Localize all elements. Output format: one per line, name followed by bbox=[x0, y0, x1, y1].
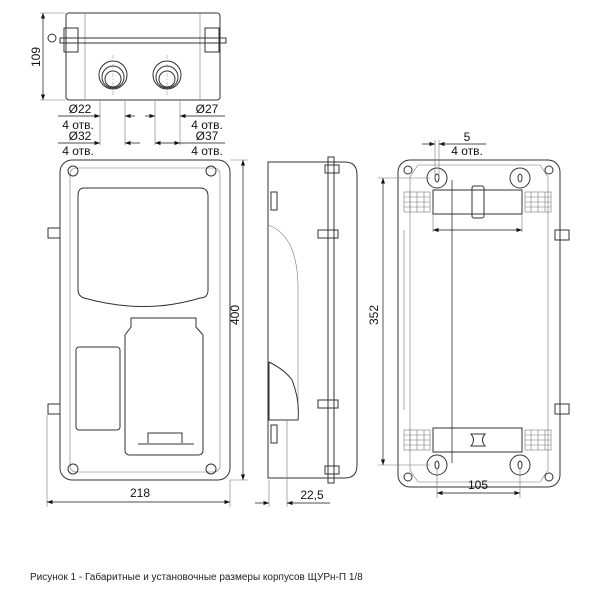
figure-caption: Рисунок 1 - Габаритные и установочные ра… bbox=[30, 572, 363, 583]
back-horizontal-spacing-dim: 105 bbox=[468, 478, 488, 492]
back-vertical-spacing-dim: 352 bbox=[367, 305, 381, 325]
side-view: 22,5 bbox=[255, 156, 358, 507]
mount-hole-dia: 5 bbox=[464, 130, 471, 144]
back-view: 352 105 5 4 отв. bbox=[367, 130, 570, 498]
lower-window bbox=[124, 317, 204, 456]
mount-hole-qty: 4 отв. bbox=[451, 144, 483, 158]
meter-window bbox=[77, 187, 209, 307]
hole-qty-32: 4 отв. bbox=[62, 144, 94, 158]
hole-qty-37: 4 отв. bbox=[191, 144, 223, 158]
top-height-dim: 109 bbox=[29, 47, 43, 67]
top-view: 109 Ø22 4 отв. Ø27 4 отв. Ø32 4 отв. Ø37… bbox=[29, 12, 227, 158]
side-depth-dim: 22,5 bbox=[300, 488, 324, 502]
hole-qty-22: 4 отв. bbox=[62, 118, 94, 132]
hole-dia-22: Ø22 bbox=[69, 102, 92, 116]
hole-dia-37: Ø37 bbox=[196, 129, 219, 143]
breaker-window bbox=[75, 346, 121, 431]
hole-qty-27: 4 отв. bbox=[191, 118, 223, 132]
front-width-dim: 218 bbox=[130, 486, 150, 500]
hole-dia-32: Ø32 bbox=[69, 129, 92, 143]
front-view: 400 218 bbox=[46, 159, 248, 507]
hole-dia-27: Ø27 bbox=[196, 102, 219, 116]
front-height-dim: 400 bbox=[228, 305, 242, 325]
